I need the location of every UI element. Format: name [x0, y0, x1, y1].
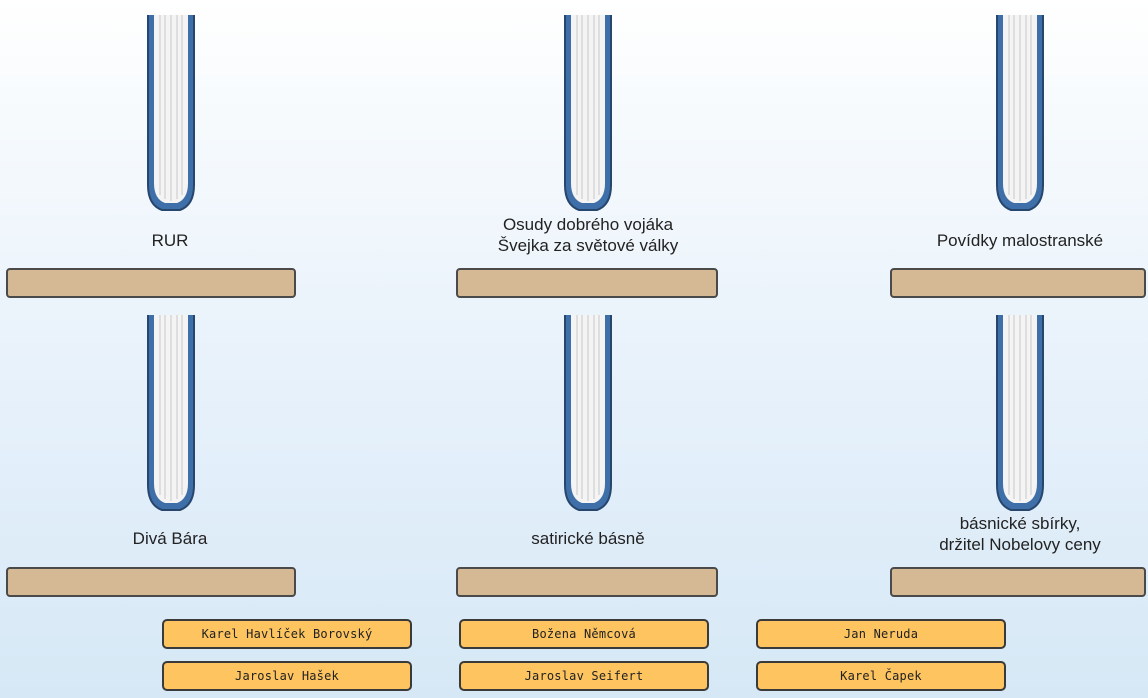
author-card[interactable]: Karel Čapek [756, 661, 1006, 691]
author-card[interactable]: Jaroslav Seifert [459, 661, 709, 691]
book-title: RUR [151, 231, 189, 250]
author-card[interactable]: Karel Havlíček Borovský [162, 619, 412, 649]
author-card[interactable]: Božena Němcová [459, 619, 709, 649]
book-icon [138, 15, 204, 215]
answer-drop-slot[interactable] [890, 268, 1146, 298]
author-card[interactable]: Jaroslav Hašek [162, 661, 412, 691]
book-icon [987, 315, 1053, 515]
book-icon [138, 315, 204, 515]
book-title: básnické sbírky, držitel Nobelovy ceny [939, 514, 1101, 554]
answer-drop-slot[interactable] [456, 268, 718, 298]
book-icon [555, 315, 621, 515]
book-icon [555, 15, 621, 215]
author-card[interactable]: Jan Neruda [756, 619, 1006, 649]
answer-drop-slot[interactable] [6, 567, 296, 597]
book-title: Osudy dobrého vojáka Švejka za světové v… [497, 215, 679, 255]
answer-drop-slot[interactable] [890, 567, 1146, 597]
answer-drop-slot[interactable] [6, 268, 296, 298]
book-title: Povídky malostranské [936, 231, 1104, 250]
answer-drop-slot[interactable] [456, 567, 718, 597]
book-title: satirické básně [531, 529, 645, 548]
book-icon [987, 15, 1053, 215]
book-title: Divá Bára [132, 529, 208, 548]
